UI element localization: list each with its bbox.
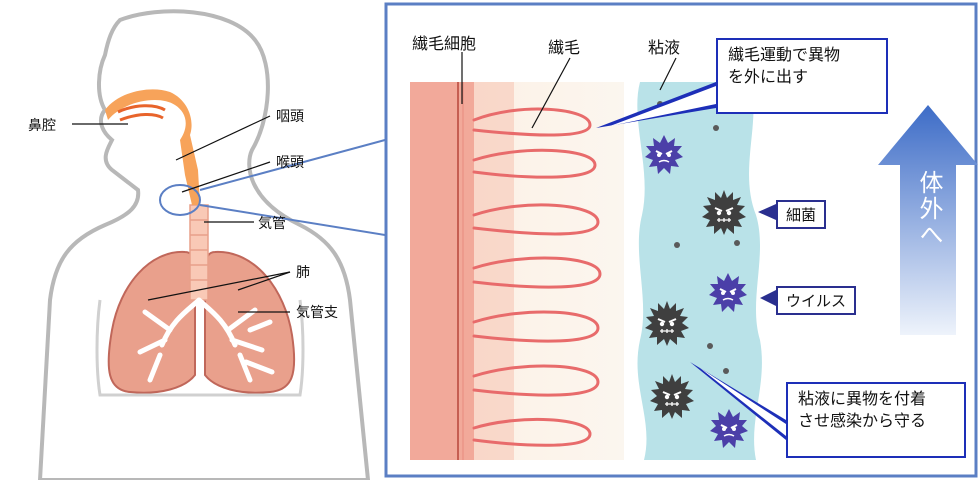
callout-virus: ウイルス: [776, 286, 857, 315]
right-leader-lines: [461, 52, 677, 129]
label-lung: 肺: [296, 265, 310, 281]
nasal-cavity: [105, 89, 201, 216]
label-ciliated-cell: 繊毛細胞: [412, 34, 477, 53]
label-mucus: 粘液: [648, 38, 681, 57]
label-trachea: 気管: [258, 216, 286, 232]
ciliated-cell-layer: [410, 82, 474, 460]
callout-cilia-motion-line1: 繊毛運動で異物: [728, 45, 841, 64]
callout-mucus-protect-line1: 粘液に異物を付着: [798, 389, 927, 408]
zoom-connector: [199, 139, 386, 236]
label-nasal-cavity: 鼻腔: [28, 118, 56, 134]
callout-mucus-protect: 粘液に異物を付着 させ感染から守る: [786, 382, 966, 458]
label-larynx: 喉頭: [276, 155, 304, 171]
callout-cilia-motion: 繊毛運動で異物 を外に出す: [716, 38, 888, 114]
callout-mucus-protect-line2: させ感染から守る: [798, 411, 927, 430]
outward-arrow: [878, 105, 978, 335]
left-leader-lines: [72, 115, 291, 313]
lungs: [95, 250, 305, 397]
callout-tails: [596, 82, 786, 440]
mucus-particles: [657, 101, 740, 374]
label-bronchi: 気管支: [296, 305, 338, 321]
arrow-label-outside: 体外へ: [915, 170, 943, 248]
mucus-layer: [637, 82, 762, 460]
label-pharynx: 咽頭: [276, 109, 304, 125]
callout-bacteria: 細菌: [776, 200, 827, 229]
label-cilia: 繊毛: [548, 38, 581, 57]
callout-cilia-motion-line2: を外に出す: [728, 67, 809, 86]
cilia-zone-shade: [474, 82, 514, 460]
cilia-coils: [472, 107, 602, 447]
